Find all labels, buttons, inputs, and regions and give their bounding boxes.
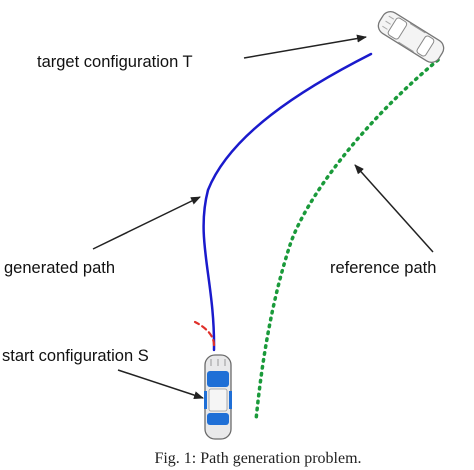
start-arrow — [117, 369, 204, 399]
figure-caption: Fig. 1: Path generation problem. — [154, 450, 361, 467]
start-configuration-label: start configuration S — [2, 347, 149, 365]
generated-arrow — [92, 196, 201, 250]
reference-path-line — [254, 58, 440, 422]
heading-hint-dashed — [193, 320, 216, 347]
reference-path-label: reference path — [330, 259, 436, 277]
generated-path-line — [202, 52, 373, 352]
start-vehicle-icon — [204, 354, 232, 440]
target-vehicle-icon — [377, 11, 445, 63]
target-configuration-label: target configuration T — [37, 53, 193, 71]
target-arrow — [243, 34, 367, 59]
generated-path-label: generated path — [4, 259, 115, 277]
reference-arrow — [354, 164, 434, 253]
